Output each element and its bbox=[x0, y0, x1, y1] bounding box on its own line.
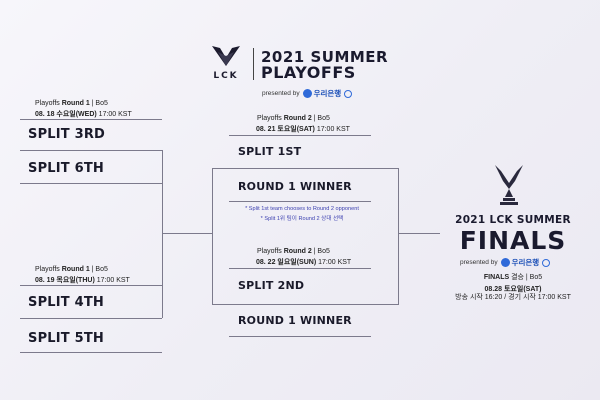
round2b-team2: ROUND 1 WINNER bbox=[238, 314, 352, 327]
header-divider bbox=[253, 48, 254, 80]
finals-label: FINALS 결승 | Bo5 bbox=[483, 274, 543, 281]
round2b-top-line bbox=[229, 268, 371, 269]
round2b-mid-line bbox=[212, 304, 398, 305]
trophy-icon bbox=[489, 163, 529, 207]
round2a-top-line bbox=[229, 135, 371, 136]
round2a-label: Playoffs Round 2 | Bo5 bbox=[257, 115, 330, 122]
sponsor-name: 우리은행 bbox=[313, 89, 342, 98]
round2a-team1: SPLIT 1ST bbox=[238, 145, 302, 158]
round2-note-en: * Split 1st team chooses to Round 2 oppo… bbox=[245, 206, 359, 212]
finals-sponsor-name: 우리은행 bbox=[511, 258, 540, 267]
woori-bank-icon bbox=[302, 89, 312, 98]
lck-logo: LCK bbox=[208, 44, 244, 84]
lck-logo-text: LCK bbox=[213, 71, 239, 81]
round1b-bottom-line bbox=[20, 352, 162, 353]
presented-by-label: presented by bbox=[262, 90, 300, 97]
round2b-team1: SPLIT 2ND bbox=[238, 279, 305, 292]
round1a-label: Playoffs Round 1 | Bo5 bbox=[35, 100, 108, 107]
round1b-label: Playoffs Round 1 | Bo5 bbox=[35, 266, 108, 273]
lck-wings-icon bbox=[212, 46, 240, 66]
round1a-mid-line bbox=[20, 150, 162, 151]
finals-woori-emblem-icon bbox=[542, 258, 551, 267]
header-title-line2: PLAYOFFS bbox=[261, 63, 356, 82]
finals-sponsor-logo: 우리은행 bbox=[500, 257, 540, 268]
round2b-bottom-line bbox=[229, 336, 371, 337]
round1a-date: 08. 18 수요일(WED) 17:00 KST bbox=[35, 111, 132, 118]
bracket-right-to-finals bbox=[398, 233, 440, 234]
header-presented: presented by 우리은행 bbox=[262, 88, 353, 99]
header-title-line1: 2021 SUMMER bbox=[261, 48, 389, 66]
round2a-team2: ROUND 1 WINNER bbox=[238, 180, 352, 193]
finals-presented: presented by 우리은행 bbox=[460, 257, 551, 268]
round2a-mid-line bbox=[212, 168, 398, 169]
finals-title-line1: 2021 LCK SUMMER bbox=[455, 214, 571, 226]
round2a-bottom-line bbox=[229, 201, 371, 202]
bracket-left-to-mid bbox=[162, 233, 212, 234]
round2-note-ko: * Split 1위 팀이 Round 2 상대 선택 bbox=[260, 216, 344, 222]
sponsor-logo: 우리은행 bbox=[302, 88, 342, 99]
woori-emblem-icon bbox=[344, 89, 353, 98]
bracket-left-vertical bbox=[162, 150, 163, 318]
round1a-bottom-line bbox=[20, 183, 162, 184]
round1b-top-line bbox=[20, 285, 162, 286]
finals-title-line2: FINALS bbox=[459, 226, 567, 255]
finals-date: 08.28 토요일(SAT) bbox=[484, 286, 542, 293]
finals-presented-by-label: presented by bbox=[460, 259, 498, 266]
round1b-team1: SPLIT 4TH bbox=[28, 295, 104, 310]
finals-broadcast: 방송 시작 16:20 / 경기 시작 17:00 KST bbox=[455, 294, 571, 301]
round1a-top-line bbox=[20, 119, 162, 120]
round2b-label: Playoffs Round 2 | Bo5 bbox=[257, 248, 330, 255]
round1b-mid-line bbox=[20, 318, 162, 319]
round1a-team1: SPLIT 3RD bbox=[28, 127, 106, 142]
round1a-team2: SPLIT 6TH bbox=[28, 161, 104, 176]
round2b-date: 08. 22 일요일(SUN) 17:00 KST bbox=[256, 259, 352, 266]
round2a-date: 08. 21 토요일(SAT) 17:00 KST bbox=[256, 126, 350, 133]
round1b-date: 08. 19 목요일(THU) 17:00 KST bbox=[35, 277, 130, 284]
bracket-mid-vertical-left bbox=[212, 168, 213, 304]
finals-woori-bank-icon bbox=[500, 258, 510, 267]
round1b-team2: SPLIT 5TH bbox=[28, 331, 104, 346]
bracket-right-vertical bbox=[398, 168, 399, 305]
